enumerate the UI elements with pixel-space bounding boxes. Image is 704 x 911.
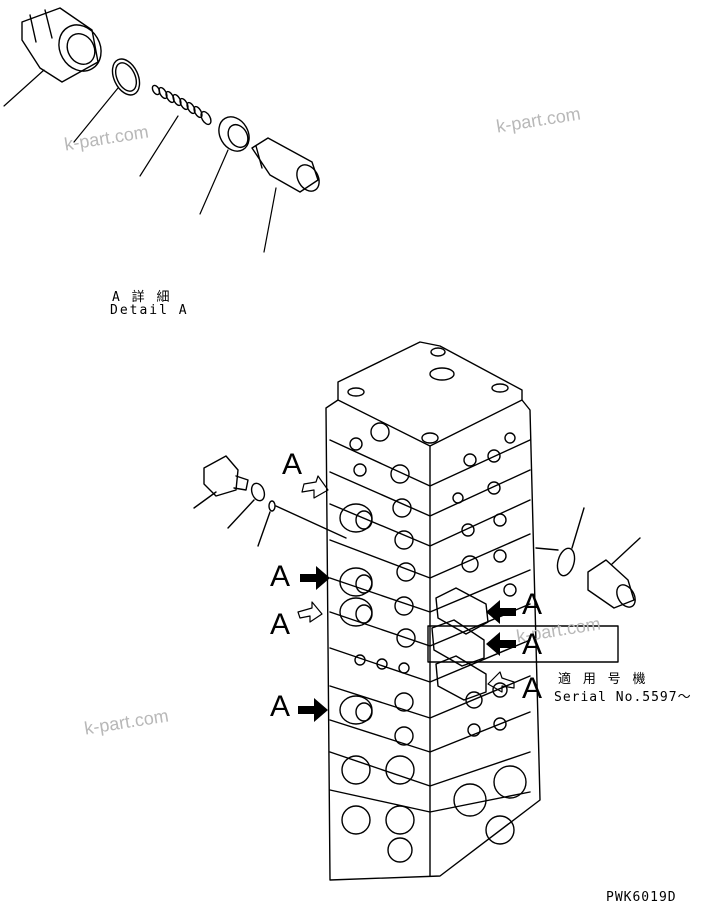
figure-code: PWK6019D — [606, 890, 677, 905]
serial-callout-box — [427, 625, 619, 663]
detail-label-en: Detail A — [110, 303, 189, 318]
arrow-outline-icon — [297, 475, 515, 693]
callout-a: A — [270, 690, 291, 723]
o-ring-left — [227, 482, 266, 529]
detail-label-jp: A 詳 細 — [112, 290, 172, 305]
detail-o-ring — [111, 58, 141, 96]
installed-plugs-left — [339, 503, 373, 725]
callout-a: A — [522, 588, 543, 621]
detail-poppet — [251, 137, 320, 193]
installed-plugs-right — [431, 587, 489, 701]
callout-a: A — [522, 628, 543, 661]
serial-label-en: Serial No.5597～ — [554, 690, 692, 705]
o-ring-right — [535, 507, 585, 577]
o-ring-small — [257, 500, 347, 547]
callout-a: A — [270, 608, 291, 641]
callout-a: A — [282, 448, 303, 481]
detail-spring — [151, 84, 212, 126]
plug-left — [193, 455, 249, 509]
detail-leader-lines — [3, 69, 277, 253]
plug-right — [587, 537, 641, 609]
callout-a: A — [270, 560, 291, 593]
detail-plug — [21, 7, 102, 83]
arrow-icon — [298, 566, 516, 722]
callout-a: A — [522, 672, 543, 705]
detail-washer — [218, 116, 250, 152]
serial-label-jp: 適 用 号 機 — [558, 672, 648, 687]
